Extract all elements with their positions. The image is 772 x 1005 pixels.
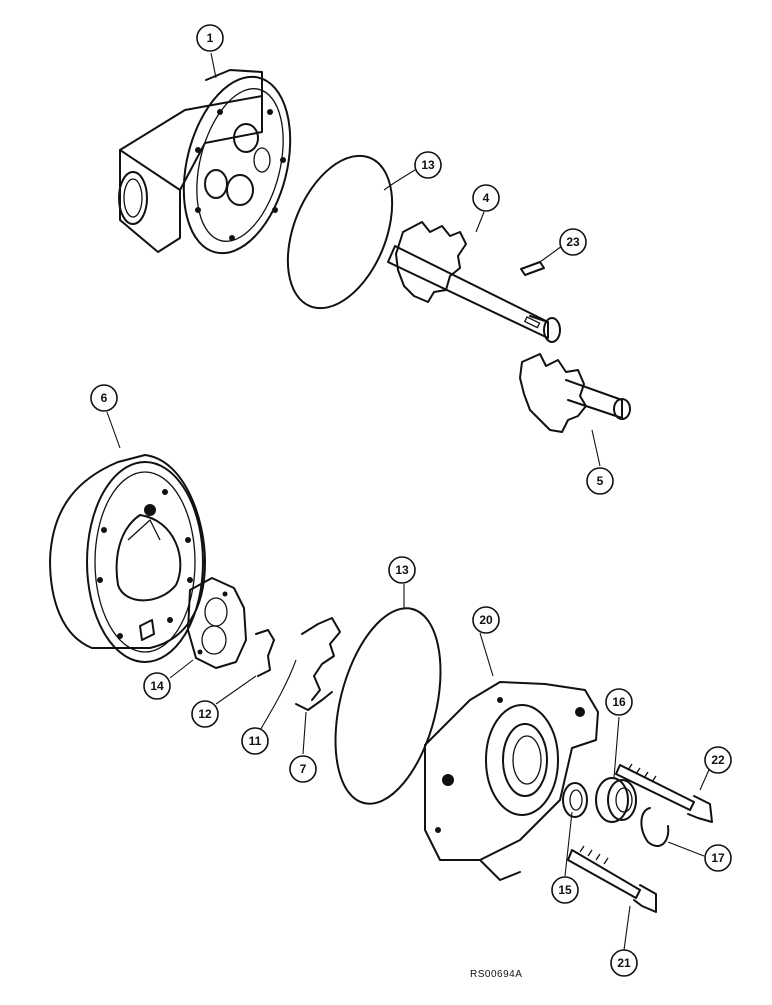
- svg-text:15: 15: [558, 883, 572, 897]
- driven-gear: [519, 353, 631, 433]
- oil-seal: [595, 777, 637, 823]
- svg-text:16: 16: [612, 695, 626, 709]
- leader-lines: [106, 52, 713, 951]
- callout-23: 23: [559, 228, 587, 256]
- callout-11: 11: [241, 727, 269, 755]
- callout-4: 4: [472, 184, 500, 212]
- seal-plate: [187, 577, 247, 669]
- callout-15: 15: [551, 876, 579, 904]
- snap-ring: [640, 807, 670, 847]
- svg-text:11: 11: [249, 734, 262, 748]
- svg-text:22: 22: [711, 753, 725, 767]
- figure-code: RS00694A: [470, 969, 523, 980]
- svg-text:7: 7: [300, 762, 307, 776]
- seal-retainer: [301, 617, 341, 701]
- svg-text:20: 20: [479, 613, 493, 627]
- callout-12: 12: [191, 700, 219, 728]
- seal-clip: [255, 629, 275, 677]
- pump-housing: [118, 69, 292, 255]
- drive-gear-shaft: [387, 221, 561, 343]
- callout-21: 21: [610, 949, 638, 977]
- callout-20: 20: [472, 606, 500, 634]
- callout-17: 17: [704, 844, 732, 872]
- callout-1: 1: [196, 24, 224, 52]
- svg-text:14: 14: [150, 679, 164, 693]
- callout-16: 16: [605, 688, 633, 716]
- svg-text:6: 6: [101, 391, 108, 405]
- callout-13-upper: 13: [414, 151, 442, 179]
- gear-housing-body: [49, 454, 206, 663]
- wire-seal: [295, 691, 333, 711]
- callout-22: 22: [704, 746, 732, 774]
- key: [520, 261, 545, 276]
- svg-text:17: 17: [711, 851, 725, 865]
- cap-screw-lower: [567, 845, 657, 913]
- end-cover: [424, 681, 599, 881]
- svg-text:21: 21: [617, 956, 631, 970]
- o-ring-lower: [334, 607, 442, 805]
- svg-text:13: 13: [395, 563, 409, 577]
- svg-text:5: 5: [597, 474, 604, 488]
- callout-13-lower: 13: [388, 556, 416, 584]
- svg-text:1: 1: [207, 31, 214, 45]
- callout-14: 14: [143, 672, 171, 700]
- svg-text:4: 4: [483, 191, 490, 205]
- callout-5: 5: [586, 467, 614, 495]
- washer: [562, 782, 588, 818]
- callout-6: 6: [90, 384, 118, 412]
- svg-text:13: 13: [421, 158, 435, 172]
- o-ring-upper: [286, 154, 394, 310]
- svg-text:23: 23: [566, 235, 580, 249]
- cap-screw-upper: [615, 763, 713, 823]
- callout-7: 7: [289, 755, 317, 783]
- svg-text:12: 12: [198, 707, 212, 721]
